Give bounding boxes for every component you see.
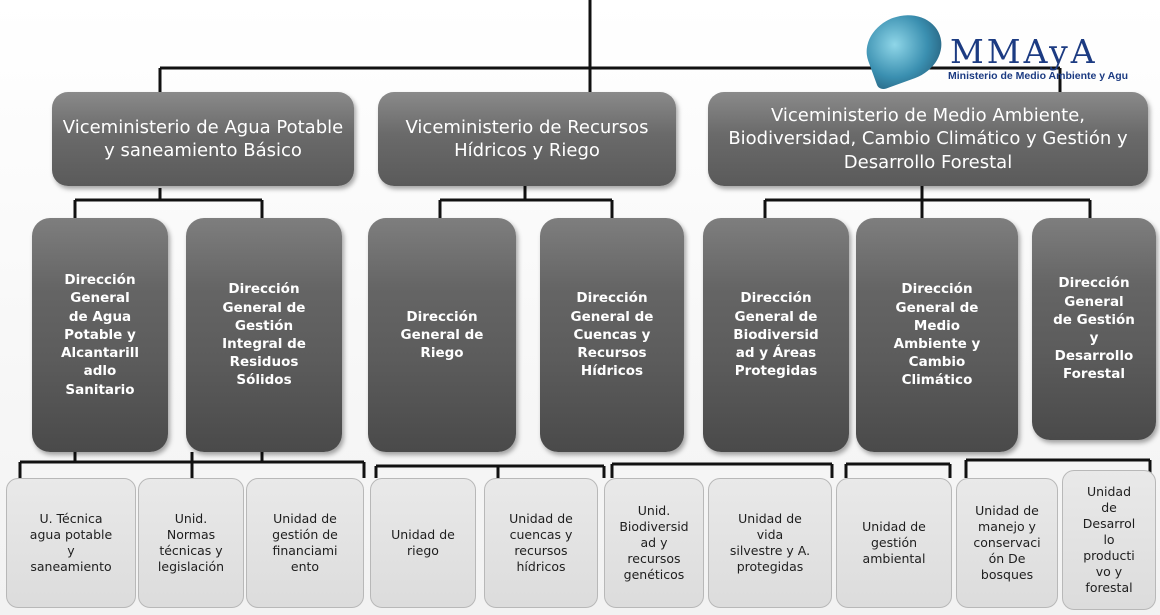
unit-desarrollo-forestal: Unidad de Desarrol lo producti vo y fore… — [1062, 470, 1156, 610]
unit-riego: Unidad de riego — [370, 478, 476, 608]
unit-manejo-bosques: Unidad de manejo y conservaci ón De bosq… — [956, 478, 1058, 608]
unit-gestion-financiamiento: Unidad de gestión de financiami ento — [246, 478, 364, 608]
unit-normas-tecnicas: Unid. Normas técnicas y legislación — [138, 478, 244, 608]
dir-riego: Dirección General de Riego — [368, 218, 516, 452]
unit-tecnica-agua: U. Técnica agua potable y saneamiento — [6, 478, 136, 608]
vice-recursos-hidricos: Viceministerio de Recursos Hídricos y Ri… — [378, 92, 676, 186]
unit-gestion-ambiental: Unidad de gestión ambiental — [836, 478, 952, 608]
vice-medio-ambiente: Viceministerio de Medio Ambiente, Biodiv… — [708, 92, 1148, 186]
mmaya-logo: MMAyA Ministerio de Medio Ambiente y Agu — [848, 4, 1160, 92]
vice-agua-potable: Viceministerio de Agua Potable y saneami… — [52, 92, 354, 186]
logo-title: MMAyA — [950, 32, 1098, 71]
vice-agua-potable-label: Viceministerio de Agua Potable y saneami… — [62, 116, 344, 161]
unit-vida-silvestre: Unidad de vida silvestre y A. protegidas — [708, 478, 832, 608]
logo-subtitle: Ministerio de Medio Ambiente y Agu — [948, 70, 1129, 82]
water-drop-icon — [857, 4, 951, 92]
vice-medio-ambiente-label: Viceministerio de Medio Ambiente, Biodiv… — [728, 105, 1128, 173]
unit-biodiversidad: Unid. Biodiversid ad y recursos genético… — [604, 478, 704, 608]
dir-agua-potable: Dirección General de Agua Potable y Alca… — [32, 218, 168, 452]
dir-cuencas: Dirección General de Cuencas y Recursos … — [540, 218, 684, 452]
dir-biodiversidad: Dirección General de Biodiversid ad y Ár… — [703, 218, 849, 452]
unit-cuencas: Unidad de cuencas y recursos hídricos — [484, 478, 598, 608]
dir-gestion-forestal: Dirección General de Gestión y Desarroll… — [1032, 218, 1156, 440]
dir-residuos-solidos: Dirección General de Gestión Integral de… — [186, 218, 342, 452]
vice-recursos-hidricos-label: Viceministerio de Recursos Hídricos y Ri… — [405, 116, 649, 161]
dir-medio-ambiente: Dirección General de Medio Ambiente y Ca… — [856, 218, 1018, 452]
